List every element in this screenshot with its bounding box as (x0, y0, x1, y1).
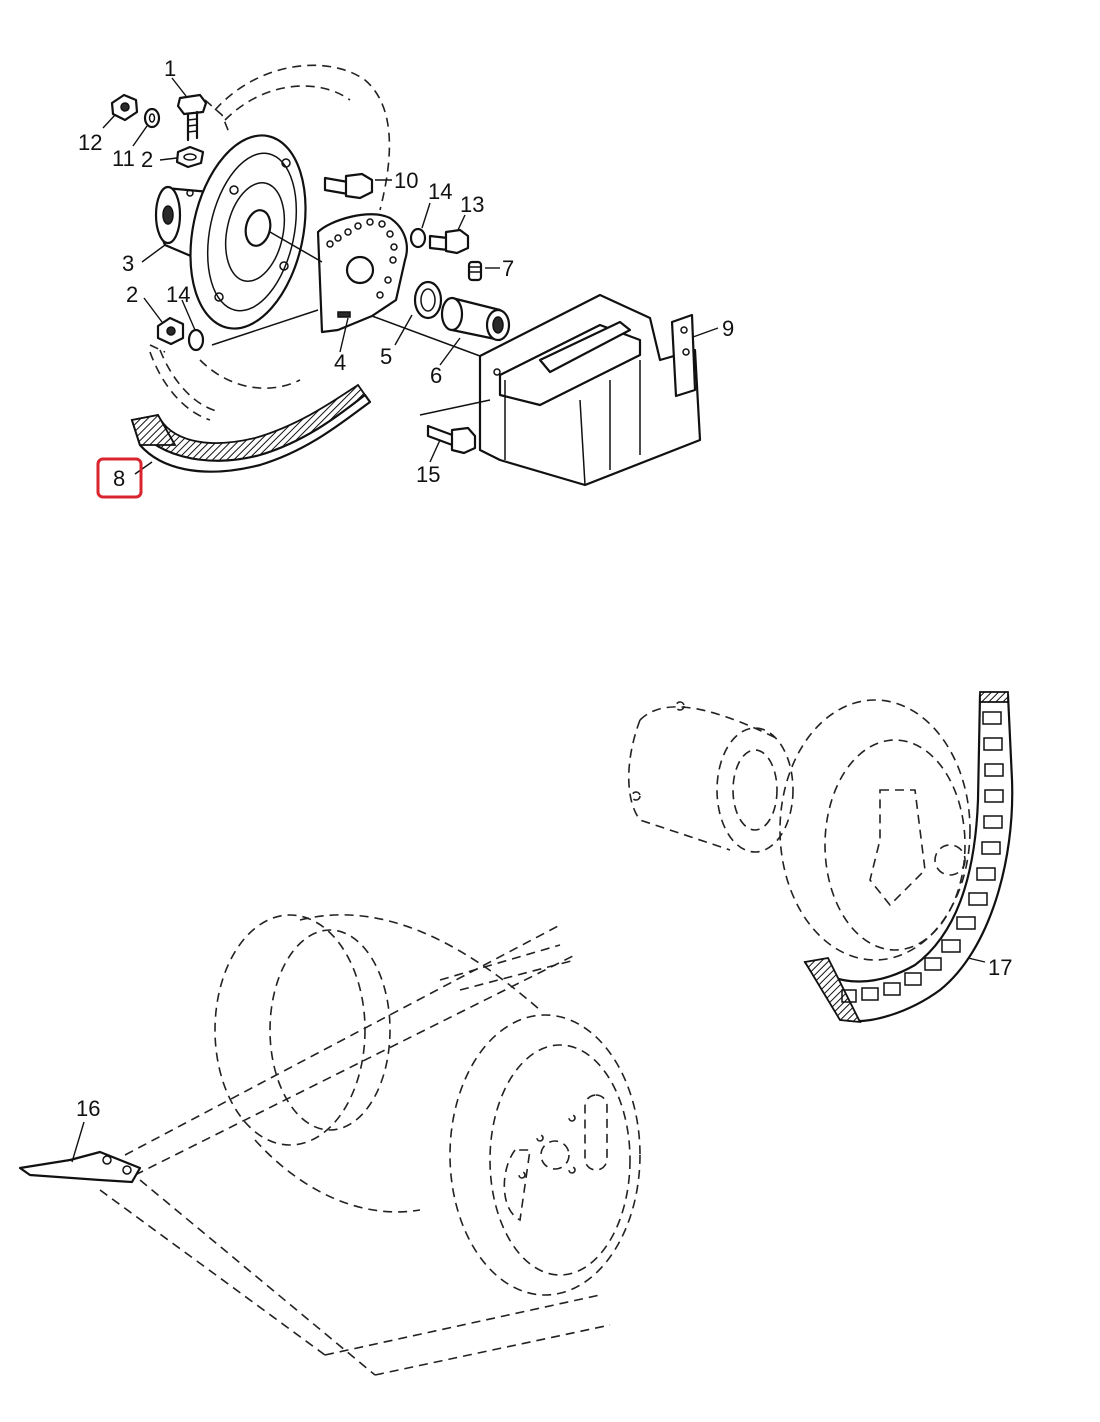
part-2-nut-upper (175, 145, 205, 169)
pulley-flange (189, 134, 307, 330)
callout-13: 13 (460, 192, 484, 217)
lower-left-assembly (18, 914, 641, 1376)
callout-2-lower: 2 (126, 282, 138, 307)
callout-10: 10 (394, 168, 418, 193)
callout-15: 15 (416, 462, 440, 487)
part-2-nut-lower (156, 316, 185, 346)
callout-8-highlight-box (96, 457, 143, 499)
callout-14-lower: 14 (166, 282, 190, 307)
part-11-washer (143, 107, 161, 129)
callout-3: 3 (122, 251, 134, 276)
callout-16: 16 (76, 1096, 100, 1121)
part-9-motor-housing (478, 293, 702, 487)
dashed-pulley-disc (779, 699, 971, 961)
dashed-guide-lines-16 (99, 924, 611, 1376)
upper-assembly (110, 64, 702, 487)
callout-5: 5 (380, 344, 392, 369)
part-12-nut (110, 93, 139, 122)
part-15-screw (426, 424, 477, 455)
part-13-bolt (428, 228, 470, 255)
part-1-bolt (176, 93, 208, 142)
part-6-sleeve (440, 296, 511, 342)
callout-2-upper: 2 (141, 147, 153, 172)
part-5-bushing (413, 280, 443, 320)
part-7-setscrew (467, 260, 483, 282)
part-8-belt (130, 383, 372, 473)
callout-7: 7 (502, 256, 514, 281)
part-14-washer-lower (187, 328, 205, 352)
part-16-blade (18, 1150, 142, 1184)
callout-12: 12 (78, 130, 102, 155)
callout-11: 11 (112, 146, 135, 171)
part-17-toothed-belt (803, 691, 1014, 1024)
callout-17: 17 (988, 955, 1012, 980)
callout-6: 6 (430, 363, 442, 388)
callouts: 1 12 11 2 3 2 14 4 5 6 7 9 10 14 13 15 1… (76, 56, 1012, 1121)
callout-14-upper: 14 (428, 179, 452, 204)
callout-9: 9 (722, 316, 734, 341)
callout-1: 1 (164, 56, 176, 81)
lower-right-assembly (628, 691, 1014, 1024)
part-10-bolt (323, 172, 374, 200)
part-4-bracket (316, 213, 408, 334)
callout-8: 8 (113, 466, 125, 491)
dashed-drum (214, 914, 641, 1296)
assembly-guide-lines (211, 231, 491, 416)
part-14-washer-upper (409, 227, 427, 249)
callout-4: 4 (334, 350, 346, 375)
dashed-motor-housing (628, 701, 794, 853)
leader-lines (71, 77, 986, 1163)
dashed-wheel-outline (149, 64, 391, 421)
